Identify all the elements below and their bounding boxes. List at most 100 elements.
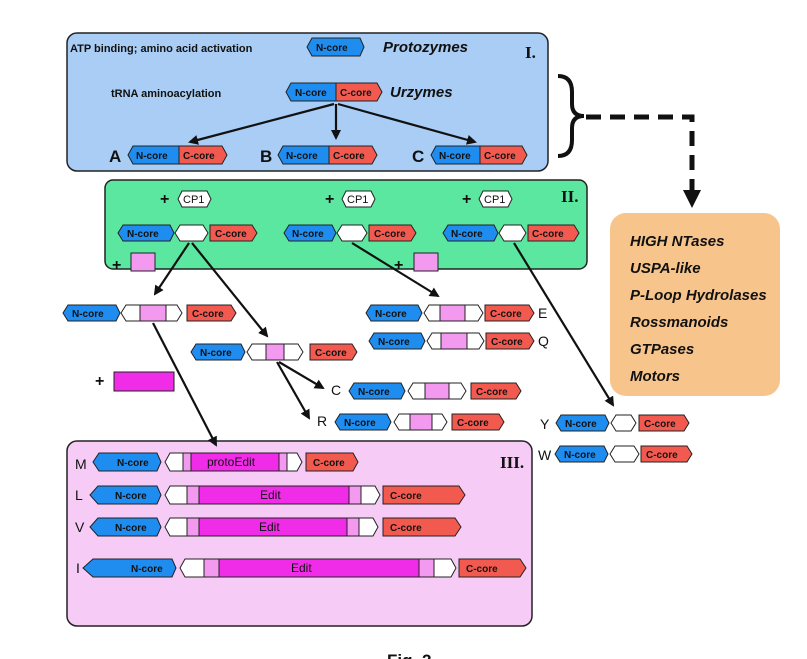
m-cp1a: [164, 452, 184, 472]
dashed-arrow: [586, 114, 695, 192]
protozyme-ncore-label: N-core: [316, 43, 348, 54]
q-ccore: [485, 332, 535, 350]
arrow-p2c1-left: [153, 242, 190, 296]
w-ncore-label: N-core: [564, 450, 596, 461]
cp1-3: [478, 190, 513, 208]
y-ncore-label: N-core: [565, 419, 597, 430]
e-cp1b: [464, 304, 484, 322]
int1-ncore-label: N-core: [72, 309, 104, 320]
cp1-1: [177, 190, 212, 208]
urzyme-c-ccore-label: C-core: [484, 151, 516, 162]
p2c2-ncore-label: N-core: [292, 229, 324, 240]
letter-v: V: [75, 519, 85, 535]
p2c1-ncore-label: N-core: [127, 229, 159, 240]
urzyme-c-ncore-label: N-core: [439, 151, 471, 162]
i-ncore: [82, 558, 177, 578]
urzyme-c-ncore: [430, 145, 481, 165]
i-ccore-label: C-core: [466, 564, 498, 575]
urzyme-ccore: [335, 82, 383, 102]
urzyme-ncore-label: N-core: [295, 88, 327, 99]
int2-ncore: [190, 343, 246, 361]
p2c1-ncore: [117, 224, 175, 242]
p2c2-ncore: [283, 224, 337, 242]
p2c2-ccore-label: C-core: [374, 229, 406, 240]
cs-ccore-label: C-core: [476, 387, 508, 398]
urzyme-b-ccore: [328, 145, 378, 165]
int2-ccore: [309, 343, 358, 361]
e-ccore-label: C-core: [490, 309, 522, 320]
int1-cp1b: [165, 304, 183, 322]
int2-cp1b: [283, 343, 304, 361]
arrow-p2c3-y: [513, 242, 615, 407]
v-ccore: [382, 517, 462, 537]
int2-insert: [265, 343, 285, 361]
atp-binding-label: ATP binding; amino acid activation: [70, 43, 253, 55]
letter-y: Y: [540, 416, 550, 432]
outcome-3: Rossmanoids: [630, 314, 728, 331]
y-ncore: [555, 414, 610, 432]
protozyme-ncore: [306, 37, 365, 57]
urzyme-a-ccore: [178, 145, 228, 165]
m-edit-label: protoEdit: [207, 455, 256, 469]
p2c1-cp1: [174, 224, 209, 242]
e-insert: [439, 304, 466, 322]
urzyme-a-ccore-label: C-core: [183, 151, 215, 162]
plus-insert-1: +: [112, 257, 121, 274]
outcome-0: HIGH NTases: [630, 233, 724, 250]
v-ncore-label: N-core: [115, 523, 147, 534]
m-insert-b: [278, 452, 288, 472]
v-cp1a: [164, 517, 188, 537]
urzyme-ncore: [285, 82, 337, 102]
cp1-2: [341, 190, 376, 208]
urzyme-ccore-label: C-core: [340, 88, 372, 99]
e-ncore: [365, 304, 423, 322]
v-cp1b: [358, 517, 379, 537]
insert-small-1: [130, 252, 156, 272]
urzyme-a-ncore: [127, 145, 180, 165]
insert-small-2: [413, 252, 439, 272]
p2c3-cp1: [498, 224, 527, 242]
w-cp1: [609, 445, 640, 463]
cs-cp1b: [448, 382, 467, 400]
cp1-3-label: CP1: [484, 194, 505, 206]
urzymes-label: Urzymes: [390, 84, 453, 101]
curly-brace: [557, 74, 585, 158]
r-cp1b: [431, 413, 448, 431]
e-ccore: [484, 304, 535, 322]
v-insert-b: [346, 517, 360, 537]
i-ccore: [458, 558, 527, 578]
panel-1: [66, 32, 549, 172]
letter-w: W: [538, 447, 552, 463]
cs-insert: [424, 382, 450, 400]
l-ccore-label: C-core: [390, 491, 422, 502]
q-ncore-label: N-core: [378, 337, 410, 348]
plus-edit-insert: +: [95, 373, 104, 390]
arrow-int2-c: [278, 361, 325, 390]
arrow-int1-m: [152, 322, 217, 447]
m-ccore: [305, 452, 359, 472]
p2c2-cp1: [336, 224, 368, 242]
y-ccore: [638, 414, 690, 432]
l-insert-a: [186, 485, 200, 505]
urzyme-c-ccore: [479, 145, 528, 165]
v-ncore: [89, 517, 162, 537]
urzyme-b-ncore-label: N-core: [286, 151, 318, 162]
i-cp1b: [433, 558, 457, 578]
i-insert-a: [203, 558, 220, 578]
int1-cp1a: [120, 304, 141, 322]
i-edit: [218, 558, 420, 578]
int1-ccore-label: C-core: [192, 309, 224, 320]
protozymes-label: Protozymes: [383, 39, 468, 56]
cs-cp1a: [407, 382, 426, 400]
v-insert-a: [186, 517, 200, 537]
i-ncore-label: N-core: [131, 564, 163, 575]
letter-i: I: [76, 560, 80, 576]
panel-2-roman: II.: [561, 187, 578, 206]
p2c3-ncore-label: N-core: [451, 229, 483, 240]
arrow-p2c2-e: [351, 242, 440, 298]
l-edit-label: Edit: [260, 488, 281, 502]
outcome-5: Motors: [630, 368, 680, 385]
p2c2-ccore: [368, 224, 417, 242]
l-ccore: [382, 485, 466, 505]
int1-insert: [139, 304, 167, 322]
